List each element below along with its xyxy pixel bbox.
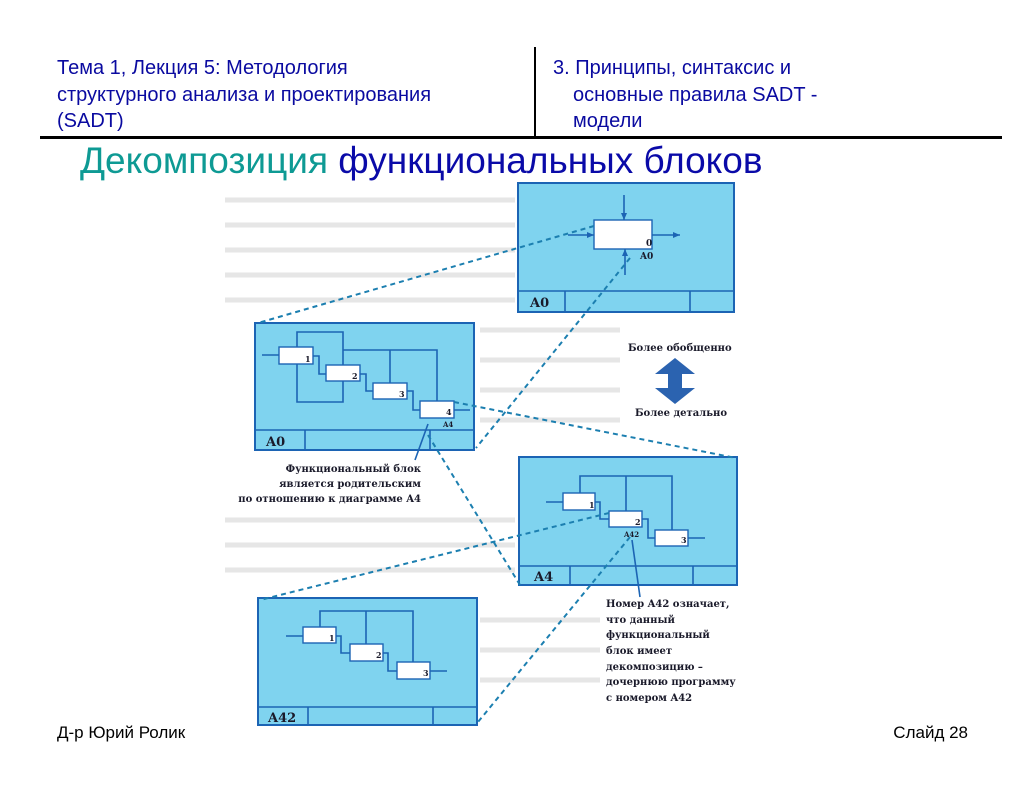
header-section-line: 3. Принципы, синтаксис и <box>553 57 792 79</box>
pointer-arrow <box>631 539 641 598</box>
note-line: блок имеет <box>606 646 672 657</box>
diagram-top-a0: 0 A0 A0 <box>517 182 735 313</box>
block-number: 3 <box>399 389 405 399</box>
function-block-3 <box>372 382 408 400</box>
block-number: 2 <box>635 517 641 527</box>
diagram-bottom-a42: 1 2 3 A42 <box>257 597 478 726</box>
header-section-line: основные правила SADT - <box>573 83 818 106</box>
note-line: Номер A42 означает, <box>606 599 730 610</box>
function-block-1 <box>562 492 596 511</box>
function-block-2 <box>349 643 384 662</box>
pointer-arrow <box>414 423 429 461</box>
note-line: функциональный <box>606 630 710 641</box>
page-title: Декомпозиция функциональных блоков <box>80 140 762 182</box>
header-topic-line: Тема 1, Лекция 5: Методология <box>57 57 348 79</box>
function-block-1 <box>302 626 337 644</box>
note-parent-block: Функциональный блок является родительски… <box>238 464 421 505</box>
block-number: 1 <box>589 500 595 510</box>
function-block-2 <box>325 364 361 382</box>
node-label: A0 <box>639 252 653 262</box>
block-number: 3 <box>423 668 429 678</box>
scale-label-general: Более обобщенно <box>628 343 732 354</box>
node-number: 0 <box>646 239 652 249</box>
block-number: 1 <box>329 633 335 643</box>
faded-background-text <box>225 197 620 683</box>
note-line: дочернюю программу <box>606 677 736 688</box>
function-block-2 <box>608 510 643 528</box>
diagram-middle-a0: 1 2 3 4 A4 A0 <box>254 322 475 451</box>
footer-slide-number: Слайд 28 <box>893 723 968 742</box>
block-number: 4 <box>446 407 452 417</box>
scale-label-detailed: Более детально <box>635 408 727 419</box>
title-part-blue: функциональных блоков <box>338 140 763 181</box>
block-number: 2 <box>352 371 358 381</box>
footer-label: A42 <box>267 711 296 726</box>
block-number: 3 <box>681 535 687 545</box>
decomposition-connectors <box>257 225 737 723</box>
function-block-1 <box>278 346 314 365</box>
block-number: 1 <box>305 354 311 364</box>
function-block-4 <box>419 400 455 419</box>
header-section-line: модели <box>573 110 643 132</box>
footer-label: A0 <box>265 435 285 450</box>
function-block-3 <box>396 661 431 680</box>
header-divider-horizontal <box>40 136 1002 139</box>
block-number: 2 <box>376 650 382 660</box>
node-label: A42 <box>623 530 639 539</box>
function-block-3 <box>654 529 689 547</box>
double-arrow-icon <box>655 358 695 404</box>
header-divider-vertical <box>534 47 536 138</box>
header-section: 3. Принципы, синтаксис и основные правил… <box>553 55 817 135</box>
footer-author: Д-р Юрий Ролик <box>57 723 186 742</box>
note-line: по отношению к диаграмме A4 <box>238 494 421 505</box>
header-topic-line: (SADT) <box>57 110 124 132</box>
note-line: является родительским <box>279 479 421 490</box>
function-block-0 <box>593 219 653 250</box>
note-line: декомпозицию – <box>606 662 703 673</box>
header-topic: Тема 1, Лекция 5: Методология структурно… <box>57 55 431 135</box>
note-a42: Номер A42 означает, что данный функциона… <box>606 599 736 704</box>
diagram-right-a4: 1 2 3 A42 A4 <box>518 456 738 586</box>
header-topic-line: структурного анализа и проектирования <box>57 83 432 106</box>
footer-label: A4 <box>533 570 553 585</box>
footer-label: A0 <box>529 296 549 311</box>
note-line: с номером A42 <box>606 693 692 704</box>
note-line: что данный <box>606 615 675 626</box>
node-label: A4 <box>442 420 453 429</box>
note-line: Функциональный блок <box>286 464 422 475</box>
title-part-teal: Декомпозиция <box>80 140 328 181</box>
